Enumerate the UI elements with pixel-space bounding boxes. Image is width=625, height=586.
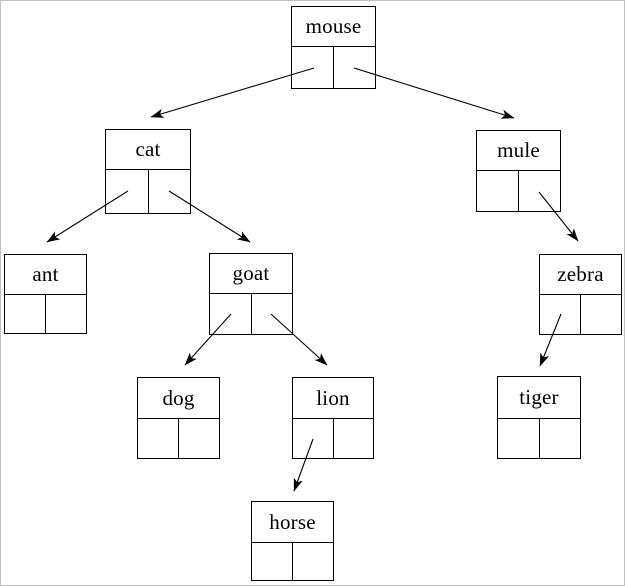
node-label: tiger xyxy=(498,377,580,419)
right-pointer-cell xyxy=(581,295,621,334)
right-pointer-cell xyxy=(149,170,191,213)
node-label: horse xyxy=(252,502,333,543)
left-pointer-cell xyxy=(540,295,581,334)
node-label: ant xyxy=(5,255,86,295)
left-pointer-cell xyxy=(292,47,334,88)
node-label: goat xyxy=(210,254,292,294)
edge-mouse-mule xyxy=(353,67,515,119)
pointer-cells xyxy=(477,171,560,211)
tree-node-mouse: mouse xyxy=(291,6,376,89)
tree-node-zebra: zebra xyxy=(539,254,622,335)
tree-node-horse: horse xyxy=(251,501,334,581)
right-pointer-cell xyxy=(252,294,293,334)
tree-node-dog: dog xyxy=(137,377,220,459)
node-label: mouse xyxy=(292,7,375,47)
right-pointer-cell xyxy=(46,295,86,333)
node-label: cat xyxy=(106,130,190,170)
node-label: mule xyxy=(477,131,560,171)
tree-node-mule: mule xyxy=(476,130,561,212)
left-pointer-cell xyxy=(138,419,179,458)
pointer-cells xyxy=(5,295,86,333)
left-pointer-cell xyxy=(106,170,149,213)
tree-node-goat: goat xyxy=(209,253,293,335)
node-label: zebra xyxy=(540,255,621,295)
node-label: lion xyxy=(293,378,373,419)
tree-node-lion: lion xyxy=(292,377,374,459)
right-pointer-cell xyxy=(540,419,581,458)
left-pointer-cell xyxy=(293,419,334,458)
right-pointer-cell xyxy=(179,419,219,458)
left-pointer-cell xyxy=(5,295,46,333)
right-pointer-cell xyxy=(519,171,560,211)
tree-node-cat: cat xyxy=(105,129,191,214)
pointer-cells xyxy=(293,419,373,458)
pointer-cells xyxy=(252,543,333,580)
right-pointer-cell xyxy=(334,47,375,88)
edge-mouse-cat xyxy=(150,67,315,118)
right-pointer-cell xyxy=(334,419,374,458)
tree-node-ant: ant xyxy=(4,254,87,334)
pointer-cells xyxy=(292,47,375,88)
pointer-cells xyxy=(106,170,190,213)
tree-node-tiger: tiger xyxy=(497,376,581,459)
pointer-cells xyxy=(138,419,219,458)
left-pointer-cell xyxy=(477,171,519,211)
left-pointer-cell xyxy=(252,543,293,580)
pointer-cells xyxy=(210,294,292,334)
pointer-cells xyxy=(498,419,580,458)
node-label: dog xyxy=(138,378,219,419)
right-pointer-cell xyxy=(293,543,333,580)
left-pointer-cell xyxy=(210,294,252,334)
pointer-cells xyxy=(540,295,621,334)
left-pointer-cell xyxy=(498,419,540,458)
